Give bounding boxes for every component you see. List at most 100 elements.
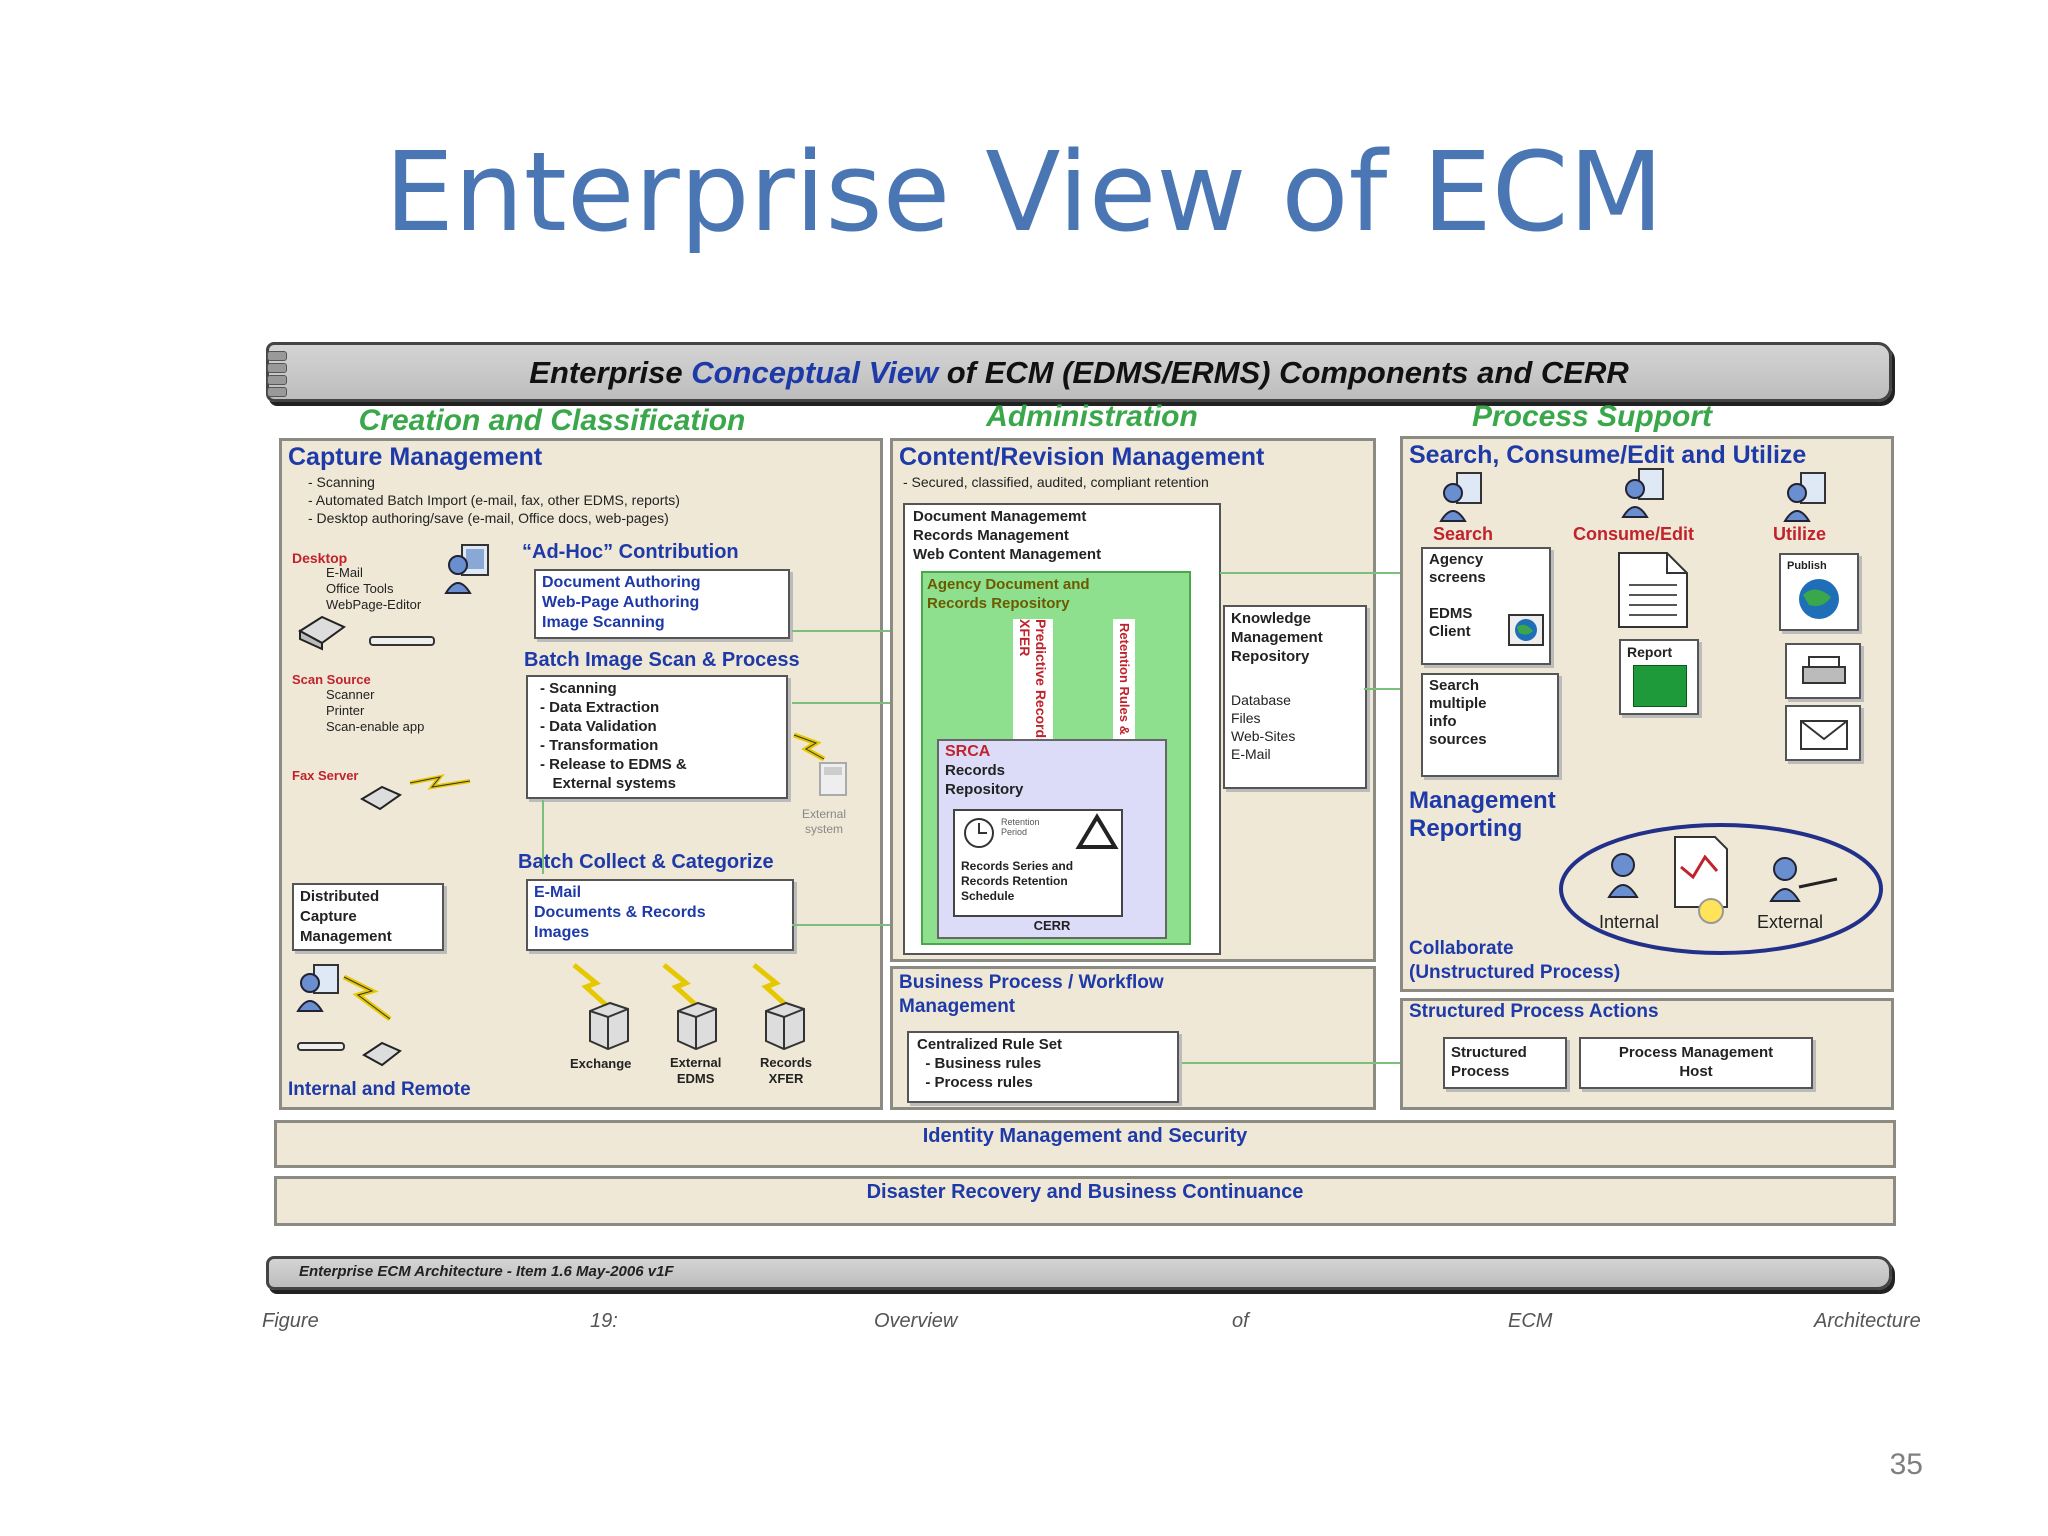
consume-user-icon <box>1621 468 1664 518</box>
publish-box: Publish <box>1779 553 1859 631</box>
search-multiple-text: Search multiple info sources <box>1429 677 1487 748</box>
publish-globe-icon <box>1799 579 1839 619</box>
figure-caption: Figure 19: Overview of ECM Architecture <box>262 1310 1942 1340</box>
server-label-external-edms: External EDMS <box>670 1055 722 1086</box>
capture-bullets: - Scanning - Automated Batch Import (e-m… <box>308 474 680 526</box>
structured-process-box: Structured Process <box>1443 1037 1567 1089</box>
caption-word: ECM <box>1508 1310 1553 1332</box>
structured-process-panel: Structured Process Actions Structured Pr… <box>1400 998 1894 1110</box>
remote-user-icon <box>296 964 392 1021</box>
printer-icon <box>1802 656 1846 684</box>
fax-server-icon <box>360 773 471 811</box>
srca-box: SRCA Records Repository Retention Period… <box>937 739 1167 939</box>
slide-number: 35 <box>1889 1448 1923 1481</box>
publish-text: Publish <box>1787 560 1827 572</box>
utilize-user-icon <box>1783 472 1826 522</box>
adhoc-title: “Ad-Hoc” Contribution <box>522 541 739 563</box>
records-xfer-server-icon <box>765 1001 805 1051</box>
lightning-icon <box>793 732 826 762</box>
scanner-icon <box>298 615 346 651</box>
adhoc-box: Document Authoring Web-Page Authoring Im… <box>534 569 790 639</box>
column-heading-creation: Creation and Classification <box>358 404 746 437</box>
connector-line <box>792 630 912 632</box>
search-multiple-box: Search multiple info sources <box>1421 673 1559 777</box>
external-label: External <box>1757 912 1824 932</box>
disaster-recovery-bar: Disaster Recovery and Business Continuan… <box>274 1176 1896 1226</box>
process-management-host-box: Process Management Host <box>1579 1037 1813 1089</box>
agency-repository-box: Agency Document and Records Repository P… <box>921 571 1191 945</box>
records-schedule-text: Records Series and Records Retention Sch… <box>961 859 1074 903</box>
batch-scan-title: Batch Image Scan & Process <box>524 649 800 671</box>
document-icon <box>1618 552 1688 628</box>
agency-screens-box: Agency screens EDMS Client <box>1421 547 1551 665</box>
batch-scan-items: - Scanning - Data Extraction - Data Vali… <box>540 680 687 792</box>
business-process-title: Business Process / Workflow Management <box>899 972 1164 1017</box>
recycle-icon <box>1075 813 1119 849</box>
internal-remote-label: Internal and Remote <box>288 1079 471 1100</box>
scan-slot-icon <box>369 636 435 646</box>
distributed-capture-text: Distributed Capture Management <box>300 888 392 945</box>
content-revision-panel: Content/Revision Management - Secured, c… <box>890 438 1376 962</box>
adhoc-items: Document Authoring Web-Page Authoring Im… <box>542 574 701 631</box>
srca-title: SRCA <box>945 743 991 760</box>
caption-word: 19: <box>590 1310 618 1332</box>
cerr-label: CERR <box>1033 918 1071 933</box>
column-heading-administration: Administration <box>986 400 1198 433</box>
disaster-recovery-label: Disaster Recovery and Business Continuan… <box>866 1181 1304 1203</box>
desktop-user-icon <box>444 544 489 594</box>
structured-process-title: Structured Process Actions <box>1409 1001 1659 1022</box>
desktop-label: Desktop <box>292 550 348 566</box>
external-edms-server-icon <box>677 1001 717 1051</box>
envelope-icon <box>1800 720 1848 750</box>
identity-management-bar: Identity Management and Security <box>274 1120 1896 1168</box>
edms-client-text: EDMS Client <box>1429 605 1473 640</box>
centralized-rule-set-text: Centralized Rule Set - Business rules - … <box>917 1036 1063 1091</box>
caption-word: Figure <box>262 1310 319 1332</box>
content-revision-subtitle: - Secured, classified, audited, complian… <box>903 474 1209 490</box>
server-lightning-icons <box>572 963 788 1007</box>
external-system-label: External system <box>802 807 847 836</box>
diagram-footer-banner: Enterprise ECM Architecture - Item 1.6 M… <box>266 1256 1892 1290</box>
ecm-diagram: Enterprise Conceptual View of ECM (EDMS/… <box>262 338 1902 1308</box>
agency-screens-text: Agency screens <box>1429 551 1486 586</box>
knowledge-items: Database Files Web-Sites E-Mail <box>1231 692 1296 762</box>
capture-management-panel: Capture Management - Scanning - Automate… <box>279 438 883 1110</box>
search-consume-panel: Search, Consume/Edit and Utilize Search … <box>1400 436 1894 992</box>
diagram-title-banner: Enterprise Conceptual View of ECM (EDMS/… <box>266 342 1892 402</box>
column-heading-process: Process Support <box>1471 400 1713 433</box>
connector-line <box>1220 572 1438 574</box>
diagram-title: Enterprise Conceptual View of ECM (EDMS/… <box>529 355 1629 390</box>
server-label-records-xfer: Records XFER <box>760 1055 813 1086</box>
report-box: Report <box>1619 639 1699 715</box>
server-label-exchange: Exchange <box>570 1056 632 1071</box>
knowledge-management-box: Knowledge Management Repository Database… <box>1223 605 1367 789</box>
exchange-server-icon <box>589 1001 629 1051</box>
print-box <box>1785 643 1861 699</box>
document-management-text: Document Managememt Records Management W… <box>913 508 1102 563</box>
external-system-icon <box>819 762 847 796</box>
report-chart-icon <box>1633 665 1687 707</box>
collaboration-ellipse <box>1559 823 1883 955</box>
connector-line <box>792 924 952 926</box>
scan-source-label: Scan Source <box>292 672 371 687</box>
desktop-items: E-Mail Office Tools WebPage-Editor <box>326 565 422 612</box>
fax-server-label: Fax Server <box>292 768 359 783</box>
email-box <box>1785 705 1861 761</box>
internal-label: Internal <box>1599 912 1660 932</box>
knowledge-management-text: Knowledge Management Repository <box>1231 610 1323 665</box>
srca-subtitle: Records Repository <box>945 762 1024 798</box>
clock-icon <box>964 818 994 848</box>
agency-repository-label: Agency Document and Records Repository <box>927 576 1090 612</box>
records-schedule-box: Retention Period Records Series and Reco… <box>953 809 1123 917</box>
batch-scan-box: - Scanning - Data Extraction - Data Vali… <box>526 675 788 799</box>
connector-line <box>792 702 952 704</box>
batch-collect-items: E-Mail Documents & Records Images <box>534 884 706 941</box>
connector-line <box>542 800 544 874</box>
identity-management-label: Identity Management and Security <box>922 1125 1248 1147</box>
predictive-records-label: Predictive Records XFER <box>1017 619 1049 746</box>
report-text: Report <box>1627 644 1673 660</box>
business-process-panel: Business Process / Workflow Management C… <box>890 966 1376 1110</box>
diagram-footer-text: Enterprise ECM Architecture - Item 1.6 M… <box>299 1263 674 1280</box>
distributed-capture-box: Distributed Capture Management <box>292 883 444 951</box>
content-revision-title: Content/Revision Management <box>899 443 1265 471</box>
